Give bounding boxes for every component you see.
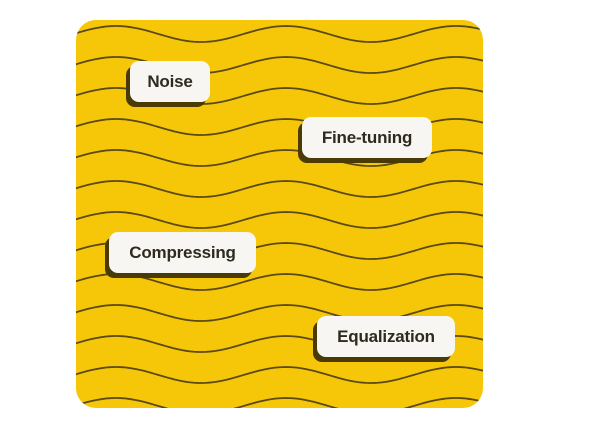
wave-line [76, 304, 483, 322]
wave-line [76, 366, 483, 384]
wave-line [76, 25, 483, 43]
label-equalization-text: Equalization [337, 326, 435, 346]
label-compressing[interactable]: Compressing [109, 232, 256, 273]
wave-line [76, 397, 483, 408]
label-noise-text: Noise [147, 71, 193, 91]
label-compressing-text: Compressing [129, 242, 236, 262]
label-fine-tuning[interactable]: Fine-tuning [302, 117, 432, 158]
wave-line [76, 180, 483, 198]
label-fine-tuning-text: Fine-tuning [321, 127, 413, 147]
label-noise[interactable]: Noise [130, 61, 210, 102]
label-equalization[interactable]: Equalization [317, 316, 455, 357]
yellow-wave-card: Noise Fine-tuning Compressing Equalizati… [76, 20, 483, 408]
wave-line [76, 273, 483, 291]
wave-line [76, 56, 483, 74]
wave-line [76, 211, 483, 229]
